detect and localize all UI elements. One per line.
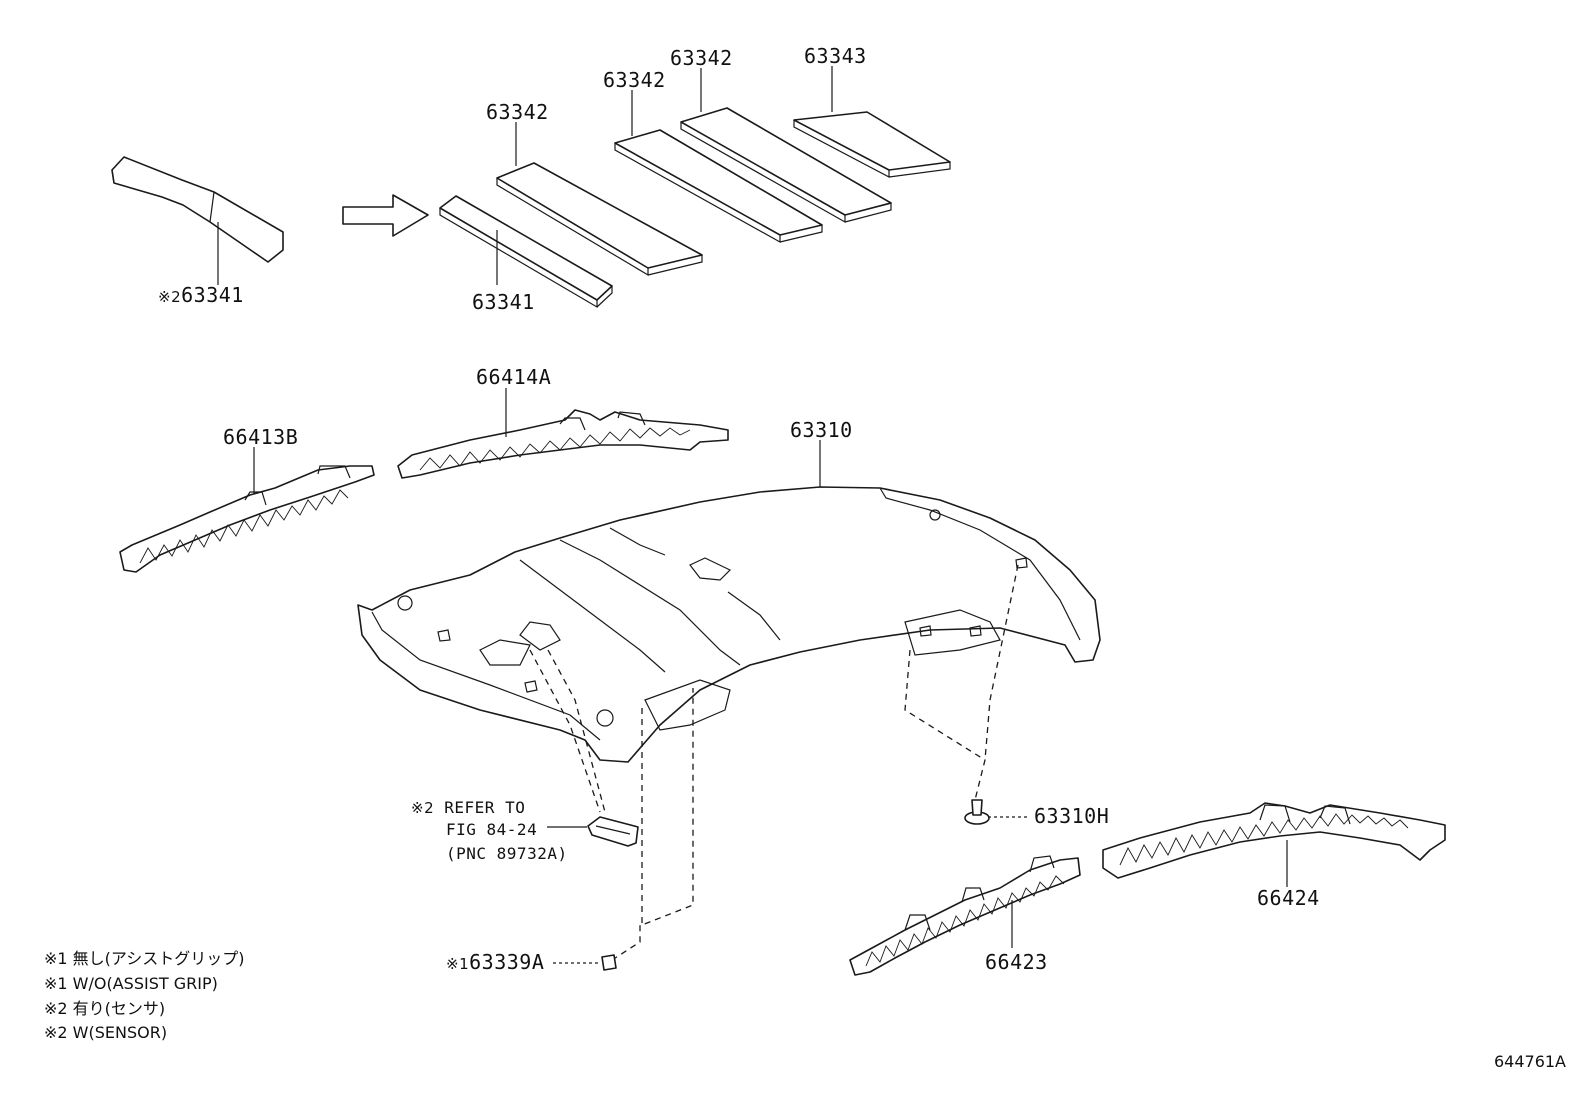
legend-line-2: ※1 W/O(ASSIST GRIP) [44, 974, 218, 993]
pad-63342-a [496, 122, 703, 277]
label-63310: 63310 [790, 418, 853, 442]
pad-63342-b [614, 90, 823, 244]
legend-line-3: ※2 有り(センサ) [44, 999, 166, 1018]
reinforcement-66413b [119, 447, 375, 573]
refer-note-line2: FIG 84-24 [446, 820, 538, 839]
reinforcement-66423 [849, 855, 1081, 976]
label-66424: 66424 [1257, 886, 1320, 910]
reinforcement-66424 [1102, 802, 1446, 887]
label-63339a: ※163339A [446, 950, 545, 974]
direction-arrow [342, 194, 429, 237]
reinforcement-66414a [397, 388, 729, 479]
label-63342-c: 63342 [670, 46, 733, 70]
figure-id: 644761A [1493, 1052, 1566, 1071]
label-63342-a: 63342 [486, 100, 549, 124]
label-66414a: 66414A [476, 365, 552, 389]
pad-63341-variant [111, 156, 284, 285]
clip-63310h [964, 799, 1030, 825]
legend-line-1: ※1 無し(アシストグリップ) [44, 949, 245, 968]
legend-line-4: ※2 W(SENSOR) [44, 1023, 168, 1042]
label-66423: 66423 [985, 950, 1048, 974]
refer-note-line3: (PNC 89732A) [446, 844, 568, 863]
refer-note-line1: ※2 REFER TO [411, 798, 526, 817]
label-63341-variant: ※263341 [158, 283, 244, 307]
label-63341: 63341 [472, 290, 535, 314]
headliner-63310 [357, 440, 1101, 763]
label-66413b: 66413B [223, 425, 299, 449]
pad-63342-c [680, 68, 892, 224]
sensor-cover [547, 816, 639, 847]
pad-63341 [439, 195, 613, 309]
label-63310h: 63310H [1034, 804, 1110, 828]
pad-63343 [793, 66, 951, 178]
label-63342-b: 63342 [603, 68, 666, 92]
clip-63339a [553, 954, 617, 971]
label-63343: 63343 [804, 44, 867, 68]
guide-lines [529, 564, 1019, 961]
